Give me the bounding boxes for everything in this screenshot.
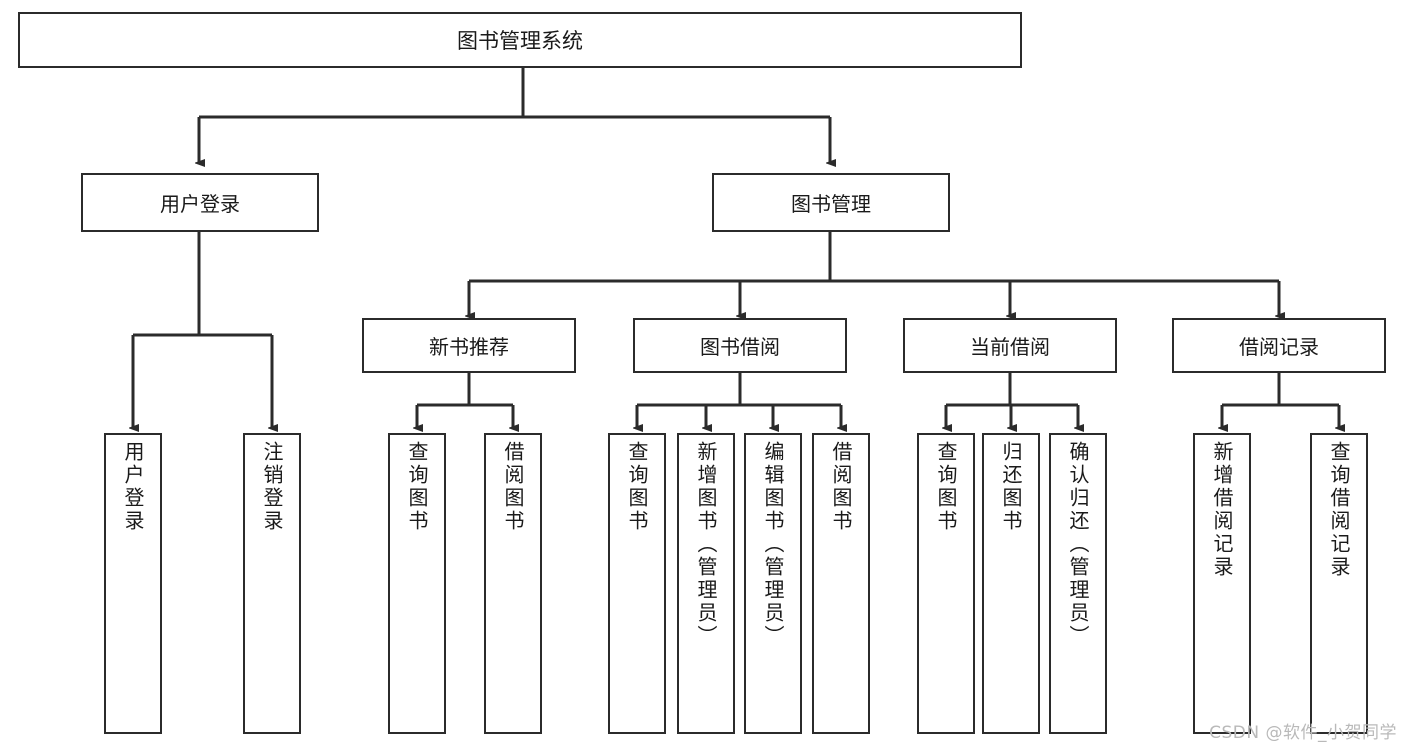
leaf-label: 新增图书（管理员） — [694, 441, 718, 648]
node-borrow-record-label: 借阅记录 — [1239, 335, 1319, 359]
node-user-login-label: 用户登录 — [160, 192, 240, 216]
leaf-new-book-query[interactable]: 查询图书 — [388, 433, 446, 734]
node-current-borrow[interactable]: 当前借阅 — [903, 318, 1117, 373]
leaf-label: 查询借阅记录 — [1327, 441, 1351, 579]
node-book-borrow[interactable]: 图书借阅 — [633, 318, 847, 373]
leaf-label: 归还图书 — [999, 441, 1023, 533]
leaf-user-login-logout[interactable]: 注销登录 — [243, 433, 301, 734]
node-borrow-record[interactable]: 借阅记录 — [1172, 318, 1386, 373]
leaf-current-borrow-confirm[interactable]: 确认归还（管理员） — [1049, 433, 1107, 734]
leaf-label: 用户登录 — [121, 441, 145, 533]
node-root-label: 图书管理系统 — [457, 29, 583, 53]
node-new-book-recommend[interactable]: 新书推荐 — [362, 318, 576, 373]
leaf-label: 确认归还（管理员） — [1066, 441, 1090, 648]
leaf-borrow-record-add[interactable]: 新增借阅记录 — [1193, 433, 1251, 734]
leaf-label: 查询图书 — [625, 441, 649, 533]
node-root[interactable]: 图书管理系统 — [18, 12, 1022, 68]
node-book-management[interactable]: 图书管理 — [712, 173, 950, 232]
leaf-new-book-borrow[interactable]: 借阅图书 — [484, 433, 542, 734]
leaf-book-borrow-borrow[interactable]: 借阅图书 — [812, 433, 870, 734]
leaf-label: 查询图书 — [934, 441, 958, 533]
leaf-borrow-record-query[interactable]: 查询借阅记录 — [1310, 433, 1368, 734]
node-new-book-recommend-label: 新书推荐 — [429, 335, 509, 359]
leaf-label: 注销登录 — [260, 441, 284, 533]
watermark: CSDN @软件_小贺同学 — [1209, 723, 1397, 743]
leaf-label: 借阅图书 — [501, 441, 525, 533]
node-book-management-label: 图书管理 — [791, 192, 871, 216]
leaf-current-borrow-return[interactable]: 归还图书 — [982, 433, 1040, 734]
node-current-borrow-label: 当前借阅 — [970, 335, 1050, 359]
node-book-borrow-label: 图书借阅 — [700, 335, 780, 359]
leaf-book-borrow-add[interactable]: 新增图书（管理员） — [677, 433, 735, 734]
leaf-label: 查询图书 — [405, 441, 429, 533]
leaf-book-borrow-query[interactable]: 查询图书 — [608, 433, 666, 734]
leaf-book-borrow-edit[interactable]: 编辑图书（管理员） — [744, 433, 802, 734]
leaf-user-login-login[interactable]: 用户登录 — [104, 433, 162, 734]
leaf-current-borrow-query[interactable]: 查询图书 — [917, 433, 975, 734]
leaf-label: 借阅图书 — [829, 441, 853, 533]
leaf-label: 编辑图书（管理员） — [761, 441, 785, 648]
node-user-login[interactable]: 用户登录 — [81, 173, 319, 232]
leaf-label: 新增借阅记录 — [1210, 441, 1234, 579]
